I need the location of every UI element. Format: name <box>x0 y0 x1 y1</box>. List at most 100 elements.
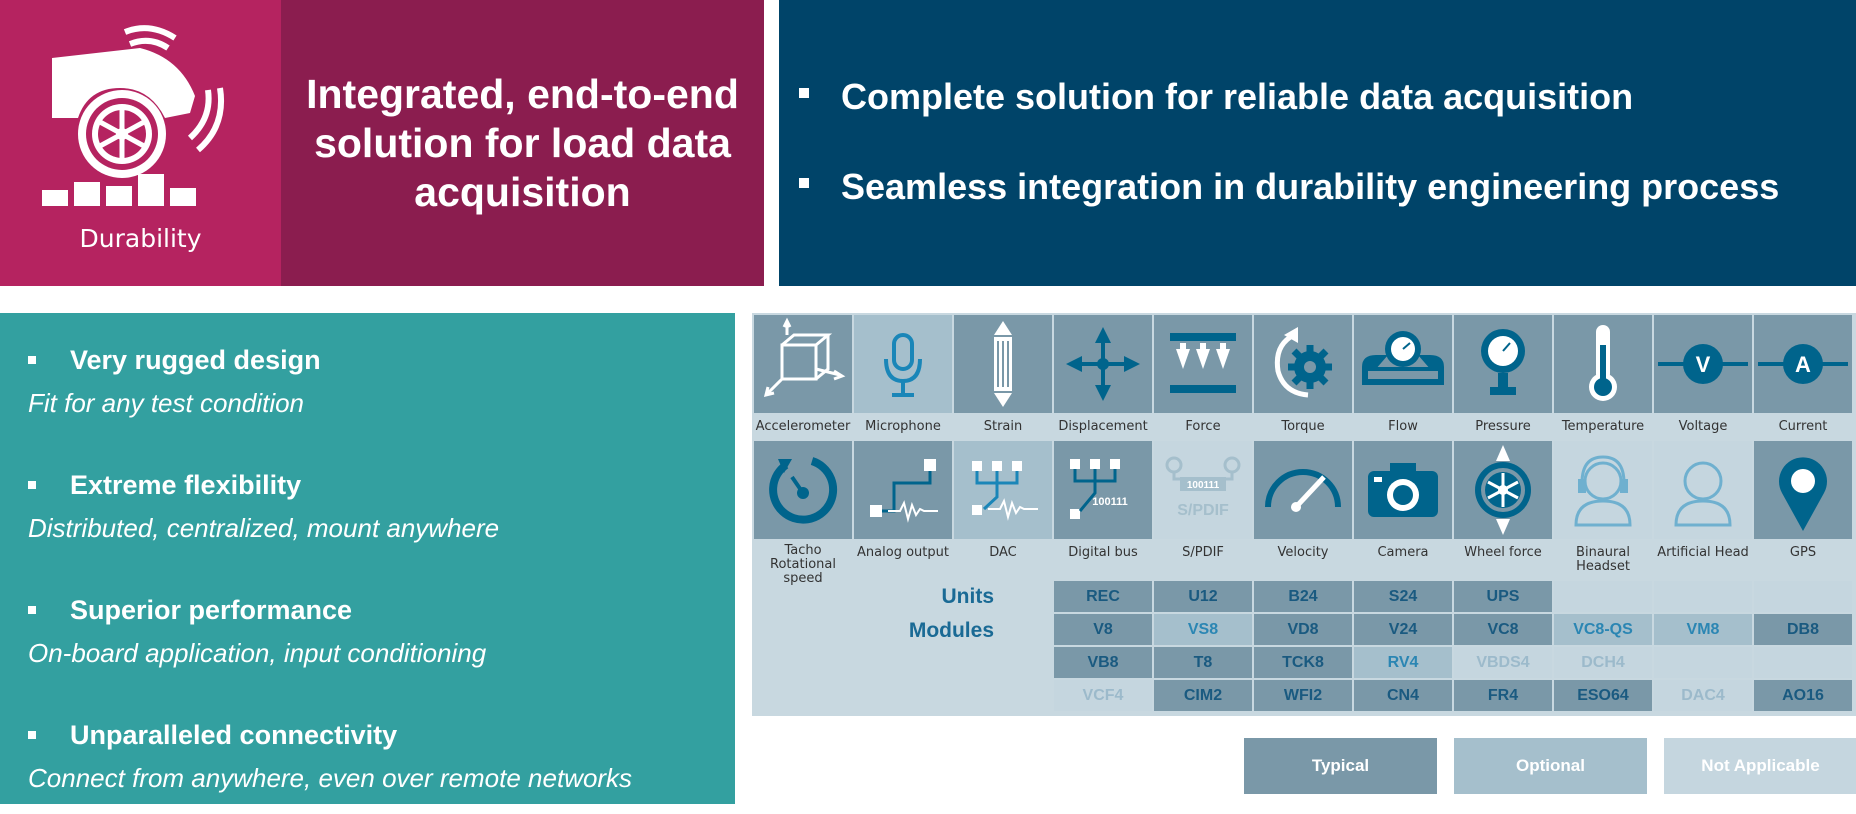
camera-icon <box>1354 441 1452 539</box>
feature-subtitle: On-board application, input conditioning <box>28 638 487 668</box>
module-cell: S24 <box>1354 581 1452 612</box>
voltage-icon: V <box>1654 315 1752 413</box>
sensor-label: Voltage <box>1678 419 1728 434</box>
sensor-label: Torque <box>1281 419 1325 434</box>
sensor-label: DAC <box>989 545 1017 560</box>
module-cell: V24 <box>1354 614 1452 645</box>
feature-title: Superior performance <box>70 595 353 625</box>
bullet-icon <box>799 88 809 99</box>
artificial-head-icon <box>1654 441 1752 539</box>
sensor-label: Artificial Head <box>1657 545 1749 560</box>
module-cell: T8 <box>1154 647 1252 678</box>
module-cell: VCF4 <box>1054 680 1152 711</box>
sensor-label: Accelerometer <box>755 419 851 434</box>
empty-cell <box>1654 581 1752 612</box>
module-cell: VC8-QS <box>1554 614 1652 645</box>
bullet-icon <box>28 731 36 739</box>
module-cell: CIM2 <box>1154 680 1252 711</box>
feature-title: Very rugged design <box>70 345 321 375</box>
module-cell: TCK8 <box>1254 647 1352 678</box>
sensor-label: Binaural Headset <box>1576 545 1630 574</box>
module-cell: U12 <box>1154 581 1252 612</box>
benefit-text: Complete solution for reliable data acqu… <box>841 76 1634 117</box>
module-cell: DAC4 <box>1654 680 1752 711</box>
current-icon: A <box>1754 315 1852 413</box>
dac-icon <box>954 441 1052 539</box>
sensor-label: Analog output <box>857 545 949 560</box>
tacho-icon <box>754 441 852 539</box>
module-cell: FR4 <box>1454 680 1552 711</box>
module-cell: VC8 <box>1454 614 1552 645</box>
benefit-item: Complete solution for reliable data acqu… <box>799 76 1633 118</box>
sensor-label: Force <box>1185 419 1221 434</box>
module-cell: B24 <box>1254 581 1352 612</box>
durability-logo: Durability <box>0 0 281 286</box>
title-panel: Integrated, end-to-end solution for load… <box>281 0 764 286</box>
sensor-label: Pressure <box>1475 419 1531 434</box>
bullet-icon <box>799 178 809 189</box>
bullet-icon <box>28 606 36 614</box>
pressure-icon <box>1454 315 1552 413</box>
legend-not-applicable: Not Applicable <box>1664 738 1856 794</box>
sensor-label: Strain <box>983 419 1023 434</box>
module-cell: UPS <box>1454 581 1552 612</box>
module-cell: RV4 <box>1354 647 1452 678</box>
durability-wheel-icon <box>42 25 224 206</box>
sensor-label: Current <box>1778 419 1828 434</box>
accelerometer-icon <box>754 315 852 413</box>
feature-item: Very rugged design Fit for any test cond… <box>28 345 321 419</box>
bullet-icon <box>28 481 36 489</box>
strain-icon <box>954 315 1052 413</box>
sensor-label: Displacement <box>1058 419 1148 434</box>
feature-item: Extreme flexibility Distributed, central… <box>28 470 499 544</box>
module-cell: VM8 <box>1654 614 1752 645</box>
page-title: Integrated, end-to-end solution for load… <box>306 70 739 215</box>
velocity-icon <box>1254 441 1352 539</box>
module-cell: VS8 <box>1154 614 1252 645</box>
sensor-label-line2: Rotational speed <box>770 557 836 586</box>
sensor-label-line1: Tacho <box>784 543 822 558</box>
empty-cell <box>1554 581 1652 612</box>
torque-icon <box>1254 315 1352 413</box>
sensor-label: Flow <box>1388 419 1418 434</box>
spdif-glyph: 100111 <box>1187 480 1220 491</box>
gps-icon <box>1754 441 1852 539</box>
empty-cell <box>1654 647 1752 678</box>
module-cell: V8 <box>1054 614 1152 645</box>
benefits-panel: Complete solution for reliable data acqu… <box>779 0 1856 286</box>
module-cell: DB8 <box>1754 614 1852 645</box>
features-panel: Very rugged design Fit for any test cond… <box>0 313 735 804</box>
module-cell: WFI2 <box>1254 680 1352 711</box>
modules-label: Modules <box>908 619 994 642</box>
sensor-label: Velocity <box>1277 545 1329 560</box>
feature-item: Superior performance On-board applicatio… <box>28 595 486 669</box>
empty-cell <box>1754 647 1852 678</box>
spdif-text: S/PDIF <box>1177 502 1229 519</box>
units-label: Units <box>941 585 995 608</box>
benefit-text: Seamless integration in durability engin… <box>841 166 1780 207</box>
empty-cell <box>1754 581 1852 612</box>
legend-typical: Typical <box>1244 738 1437 794</box>
sensor-label: Digital bus <box>1068 545 1138 560</box>
binaural-headset-icon <box>1554 441 1652 539</box>
digital-bus-icon: 100111 <box>1054 441 1152 539</box>
current-glyph: A <box>1795 352 1811 377</box>
feature-subtitle: Connect from anywhere, even over remote … <box>28 763 633 793</box>
sensor-label: S/PDIF <box>1182 545 1224 560</box>
feature-subtitle: Distributed, centralized, mount anywhere <box>28 513 500 543</box>
bullet-icon <box>28 356 36 364</box>
module-cell: CN4 <box>1354 680 1452 711</box>
module-cell: VB8 <box>1054 647 1152 678</box>
sensor-matrix: V A Accelerometer Microphone Strain Disp… <box>752 313 1856 716</box>
sensor-label: Temperature <box>1561 419 1645 434</box>
module-cell: AO16 <box>1754 680 1852 711</box>
temperature-icon <box>1554 315 1652 413</box>
benefit-item: Seamless integration in durability engin… <box>799 166 1779 208</box>
sensor-label: Microphone <box>865 419 941 434</box>
feature-subtitle: Fit for any test condition <box>28 388 305 418</box>
module-cell: VBDS4 <box>1454 647 1552 678</box>
analog-output-icon <box>854 441 952 539</box>
digital-bus-glyph: 100111 <box>1092 496 1128 508</box>
